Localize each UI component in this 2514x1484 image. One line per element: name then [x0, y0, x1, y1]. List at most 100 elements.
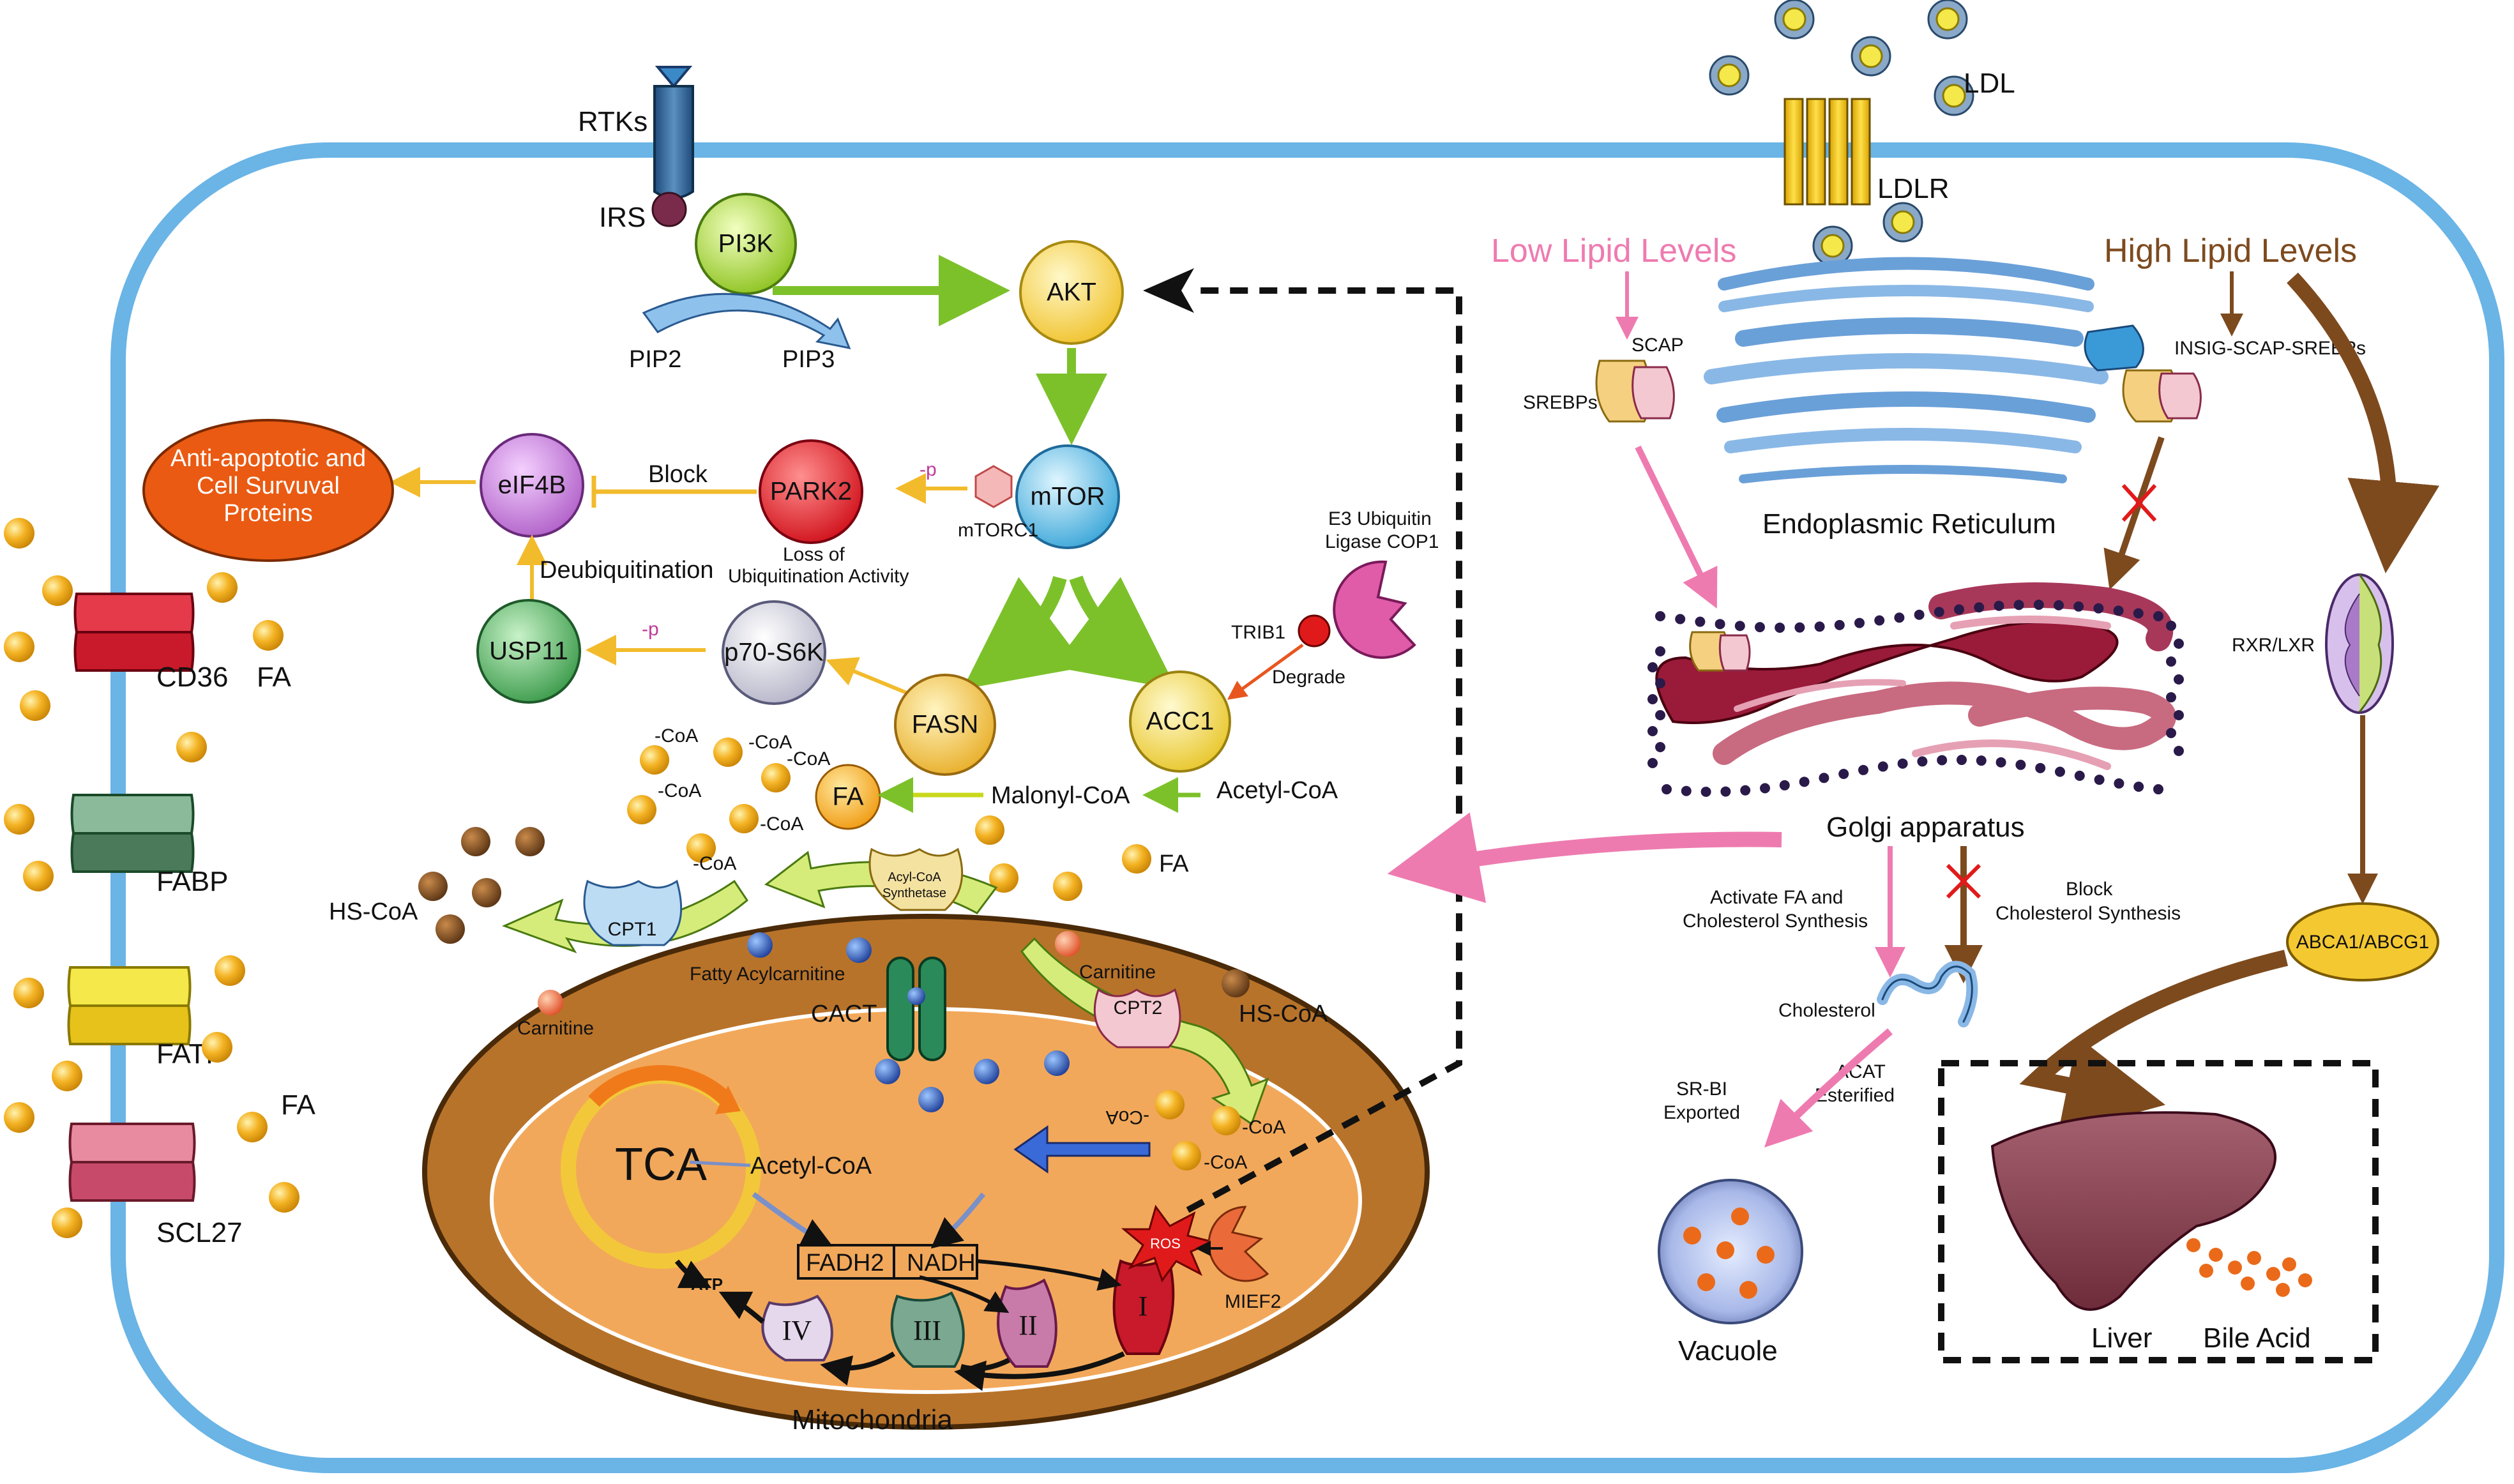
golgi-vesicle — [1681, 785, 1692, 796]
golgi-vesicle — [1655, 710, 1665, 720]
liver-icon — [1990, 1111, 2277, 1311]
golgi-vesicle — [2166, 621, 2176, 631]
fabp-transporter — [70, 794, 195, 873]
acc1-label: ACC1 — [1146, 708, 1215, 736]
golgi-vesicle — [2073, 601, 2084, 612]
ldlr-label: LDLR — [1877, 173, 1950, 204]
golgi-vesicle — [1647, 726, 1658, 736]
hs-coa-cluster — [418, 827, 545, 944]
scap-srebps-complex — [1595, 360, 1675, 423]
golgi-vesicle — [1662, 784, 1672, 795]
complex-i-label: I — [1139, 1291, 1148, 1322]
mief2-icon — [1208, 1206, 1269, 1282]
mief2-label: MIEF2 — [1225, 1291, 1281, 1312]
complex-i: I — [1112, 1256, 1175, 1355]
hs-coa-right-ball — [1222, 969, 1250, 997]
golgi-vesicle — [1994, 600, 2004, 611]
cholesterol-icon-outline — [1881, 965, 1973, 1023]
golgi-vesicle — [1914, 609, 1925, 620]
coa-label-3: -CoA — [787, 748, 830, 769]
fasn-node: FASN — [894, 674, 996, 776]
golgi-vesicle — [1775, 622, 1785, 633]
nadh-complex1-arrow — [976, 1259, 1122, 1291]
complex2-complex3-arrow — [960, 1358, 1010, 1372]
mito-blue-ball-3 — [918, 1087, 944, 1112]
golgi-vesicle — [1740, 785, 1751, 796]
matrix-acyl-ball-1 — [1155, 1090, 1185, 1119]
tca-atp-arrow — [674, 1259, 712, 1289]
golgi-vesicle — [2174, 639, 2184, 649]
golgi-block-x — [1946, 863, 1981, 899]
tca-label: TCA — [615, 1139, 707, 1190]
golgi-vesicle — [1894, 612, 1905, 623]
activate-line1: Activate FA and — [1710, 887, 1843, 908]
golgi-vesicle — [1834, 619, 1845, 630]
bile-acid-dots — [2186, 1238, 2312, 1297]
beta-oxidation-arrow — [1013, 1125, 1151, 1174]
cpt2-label: CPT2 — [1114, 997, 1163, 1018]
coa-label-1: -CoA — [655, 725, 698, 746]
golgi-vesicle — [1897, 758, 1908, 769]
golgi-vesicle — [2035, 762, 2046, 773]
golgi-vesicle — [1874, 615, 1885, 626]
srbi-line2: Exported — [1663, 1102, 1740, 1123]
golgi-vesicle — [1695, 616, 1706, 627]
akt-node: AKT — [1019, 240, 1124, 345]
fabp-label: FABP — [156, 866, 229, 897]
rxr-lxr-receptor — [2325, 573, 2394, 714]
golgi-vesicle — [2133, 608, 2144, 619]
ros-akt-dashed-arrow — [1186, 287, 1462, 1213]
golgi-vesicle — [1937, 755, 1948, 766]
nadh-label: NADH — [907, 1250, 976, 1276]
deubiquitination-label: Deubiquitination — [540, 557, 714, 584]
trib1-node — [1298, 614, 1331, 647]
insig-block-x — [2121, 483, 2157, 522]
e3-line1: E3 Ubiquitin — [1328, 508, 1432, 529]
vacuole — [1658, 1179, 1803, 1324]
complex-iii: III — [890, 1291, 965, 1368]
complex1-complex3-arrow — [954, 1351, 1125, 1391]
golgi-vesicle — [2166, 728, 2176, 738]
golgi-vesicle — [2033, 600, 2044, 610]
golgi-vesicle — [1877, 761, 1888, 772]
rtks-label: RTKs — [578, 106, 647, 137]
coa-m3-label: -CoA — [1204, 1152, 1247, 1173]
golgi-vesicle — [1655, 742, 1665, 752]
acc1-node: ACC1 — [1129, 670, 1231, 773]
scl27-label: SCL27 — [156, 1217, 243, 1248]
coa-m1-label: -CoA — [1106, 1107, 1149, 1128]
scap-label: SCAP — [1632, 335, 1684, 356]
golgi-vesicle — [2133, 782, 2144, 792]
er-label: Endoplasmic Reticulum — [1762, 508, 2056, 540]
complex-iii-label: III — [913, 1315, 941, 1346]
bile-acid-label: Bile Acid — [2203, 1322, 2311, 1354]
golgi-srebps — [1689, 631, 1751, 672]
minus-p-park2: -p — [920, 459, 937, 480]
block-line2: Cholesterol Synthesis — [1995, 903, 2181, 924]
low-lipid-label: Low Lipid Levels — [1491, 232, 1736, 269]
golgi-vesicle — [2094, 775, 2105, 785]
golgi-vesicle — [1814, 621, 1825, 632]
golgi-vesicle — [2074, 770, 2085, 781]
mtor-label: mTOR — [1030, 483, 1105, 511]
golgi-label: Golgi apparatus — [1826, 812, 2025, 843]
ros-burst: ROS — [1121, 1204, 1216, 1283]
cpt2-protein: CPT2 — [1093, 988, 1181, 1049]
loss-line1: Loss of — [783, 544, 845, 565]
golgi-vesicle — [1954, 604, 1964, 615]
pi3k-label: PI3K — [718, 230, 774, 258]
golgi-vesicle — [2113, 605, 2124, 616]
fa-right-label: FA — [1159, 851, 1189, 877]
block-line1: Block — [2066, 879, 2113, 900]
golgi-vesicle — [1854, 617, 1865, 628]
golgi-apparatus — [1655, 582, 2176, 770]
golgi-vesicle — [1647, 758, 1658, 768]
liver-label: Liver — [2091, 1322, 2152, 1354]
atp-label: ATP — [691, 1275, 723, 1294]
coa-m2-label: -CoA — [1242, 1117, 1285, 1138]
fasn-p70-arrow — [826, 657, 908, 695]
mito-blue-ball-1 — [875, 1059, 900, 1084]
anti-line2: Cell Survuval — [197, 473, 340, 499]
cpt1-protein: CPT1 — [583, 879, 683, 946]
